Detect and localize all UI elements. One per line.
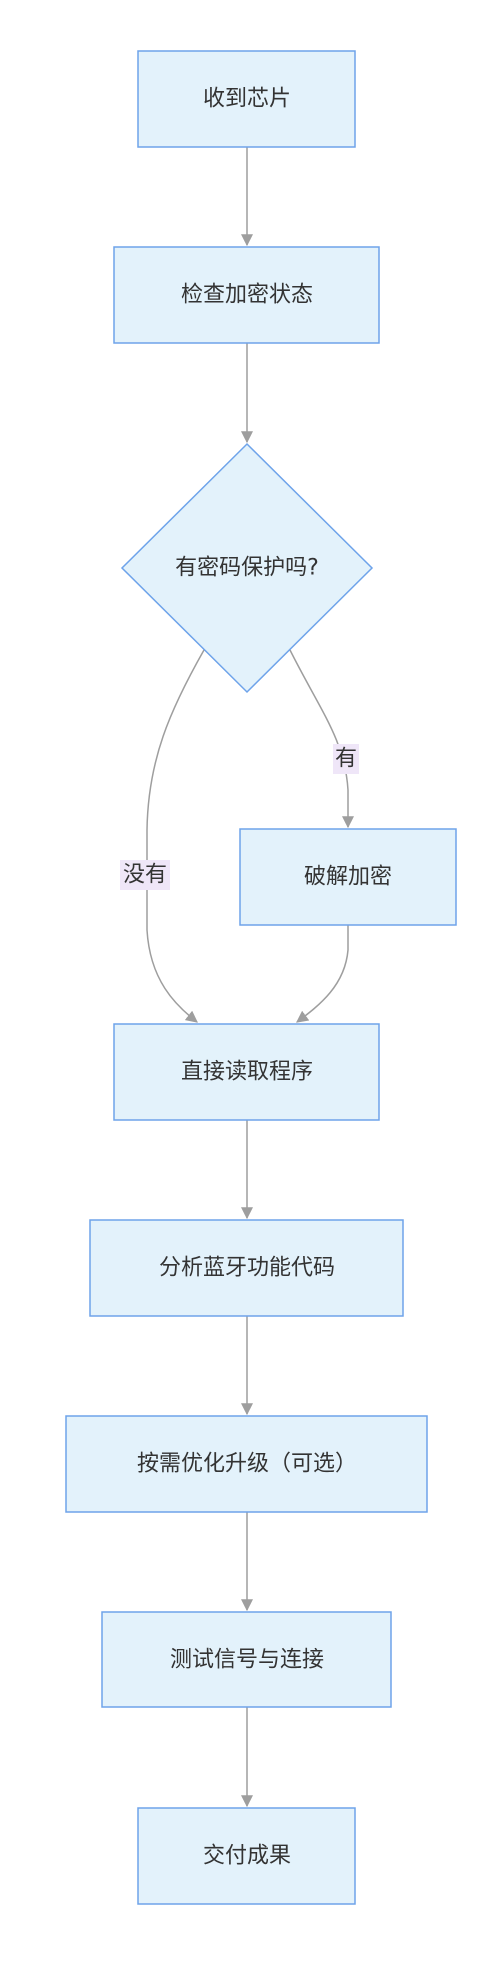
svg-text:直接读取程序: 直接读取程序 — [181, 1060, 313, 1085]
node-deliver-result[interactable]: 交付成果 — [137, 1807, 356, 1905]
svg-text:破解加密: 破解加密 — [304, 865, 392, 890]
svg-text:收到芯片: 收到芯片 — [203, 87, 291, 112]
svg-text:分析蓝牙功能代码: 分析蓝牙功能代码 — [159, 1256, 335, 1281]
node-test-signal[interactable]: 测试信号与连接 — [101, 1611, 392, 1708]
node-analyze-code[interactable]: 分析蓝牙功能代码 — [89, 1219, 404, 1317]
svg-text:按需优化升级（可选）: 按需优化升级（可选） — [137, 1452, 357, 1477]
node-read-program[interactable]: 直接读取程序 — [113, 1023, 380, 1121]
node-optimize-upgrade[interactable]: 按需优化升级（可选） — [65, 1415, 428, 1513]
svg-text:交付成果: 交付成果 — [203, 1844, 291, 1869]
svg-text:检查加密状态: 检查加密状态 — [181, 283, 313, 308]
node-crack-encryption[interactable]: 破解加密 — [239, 828, 457, 926]
edge-decision-to-read — [146, 649, 205, 1023]
edge-decision-to-crack — [289, 649, 354, 829]
svg-text:有: 有 — [335, 747, 357, 772]
svg-text:测试信号与连接: 测试信号与连接 — [170, 1648, 324, 1673]
node-has-password-decision[interactable]: 有密码保护吗? — [120, 442, 374, 694]
svg-text:有密码保护吗?: 有密码保护吗? — [175, 556, 319, 581]
node-receive-chip[interactable]: 收到芯片 — [137, 50, 356, 148]
svg-text:没有: 没有 — [123, 863, 167, 888]
edge-label-no: 没有 — [120, 860, 170, 890]
edge-label-yes: 有 — [333, 744, 359, 774]
node-check-encryption[interactable]: 检查加密状态 — [113, 246, 380, 344]
edge-crack-to-read — [296, 925, 349, 1023]
